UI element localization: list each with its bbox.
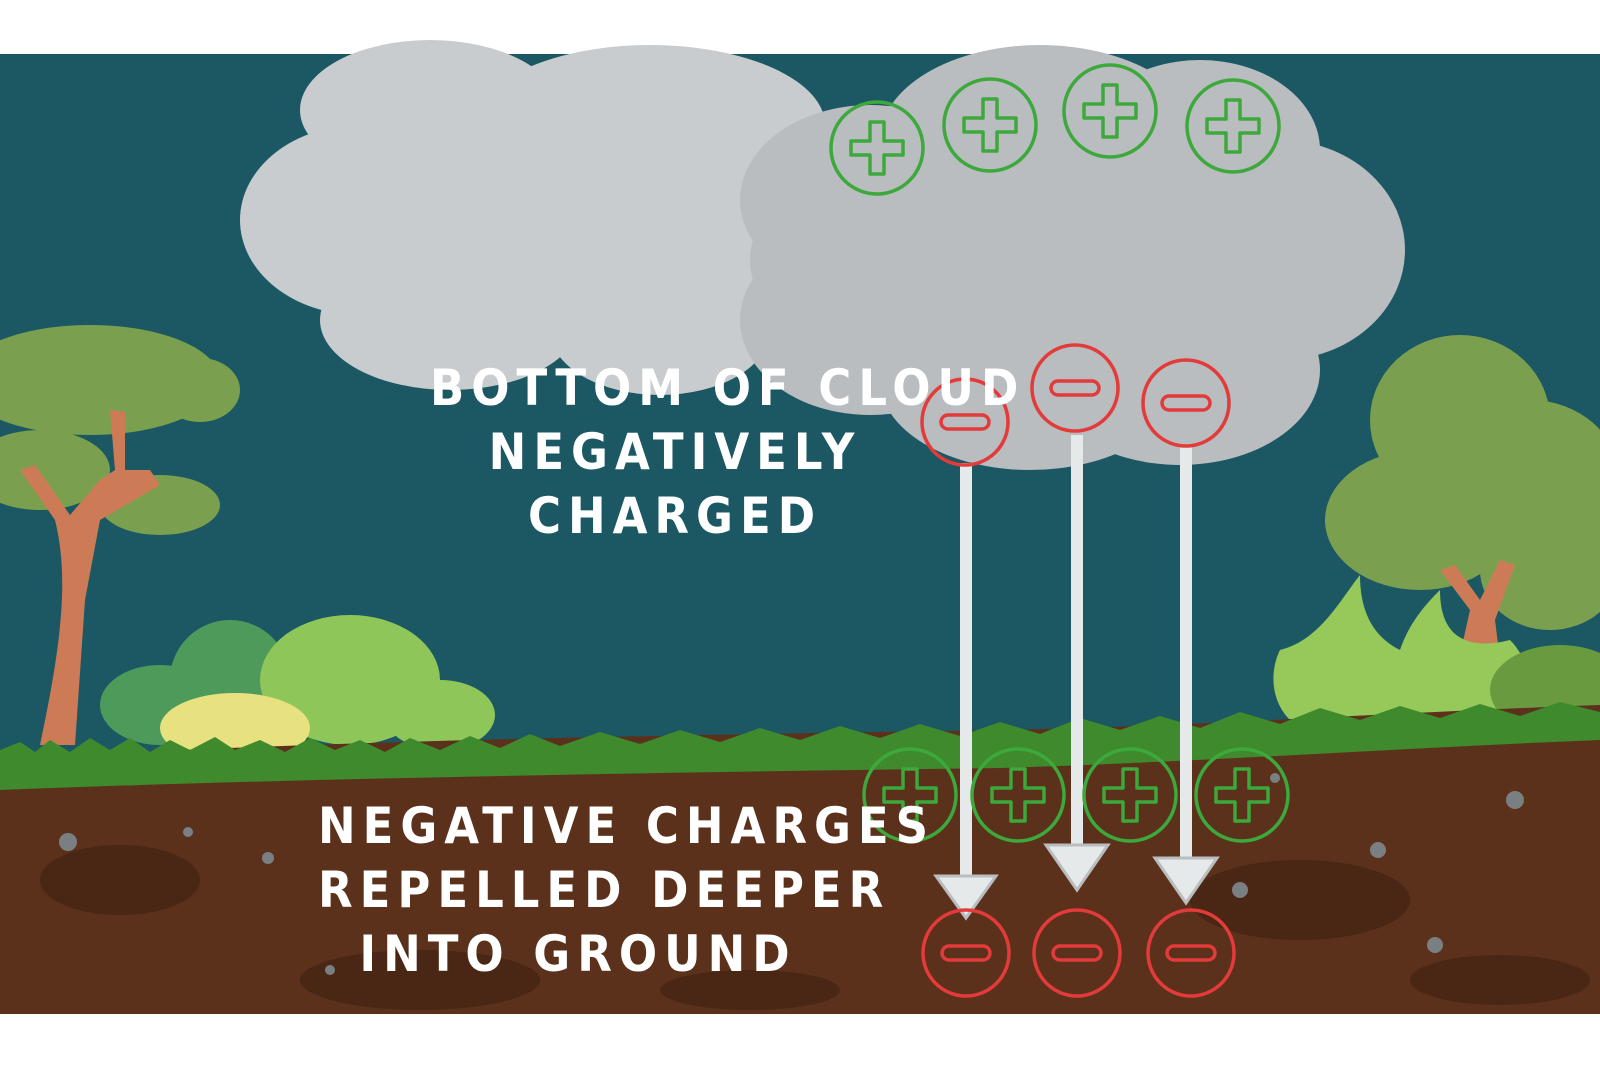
ground-soil <box>0 705 1600 1014</box>
front-cloud <box>740 45 1405 470</box>
ground-charge-label: NEGATIVE CHARGES REPELLED DEEPER INTO GR… <box>318 794 936 986</box>
back-cloud <box>240 40 825 395</box>
left-bush-icon <box>100 615 495 763</box>
ground-label-line: NEGATIVE CHARGES <box>318 797 936 855</box>
cloud-label-line: NEGATIVELY <box>488 423 862 481</box>
down-arrow-icon <box>1152 445 1220 906</box>
soil-texture <box>40 845 1590 1010</box>
soil-pebbles <box>59 773 1524 975</box>
left-tree-icon <box>0 325 240 745</box>
cloud-label-line: CHARGED <box>527 487 823 545</box>
cloud-label-line: BOTTOM OF CLOUD <box>430 359 1026 417</box>
grass-strip <box>0 702 1600 790</box>
down-arrow-icon <box>1043 435 1111 893</box>
down-arrow-icon <box>933 463 999 921</box>
ground-label-line: REPELLED DEEPER <box>318 861 891 919</box>
cloud-charge-label: BOTTOM OF CLOUD NEGATIVELY CHARGED <box>430 356 1026 548</box>
ground-label-line: INTO GROUND <box>359 925 797 983</box>
